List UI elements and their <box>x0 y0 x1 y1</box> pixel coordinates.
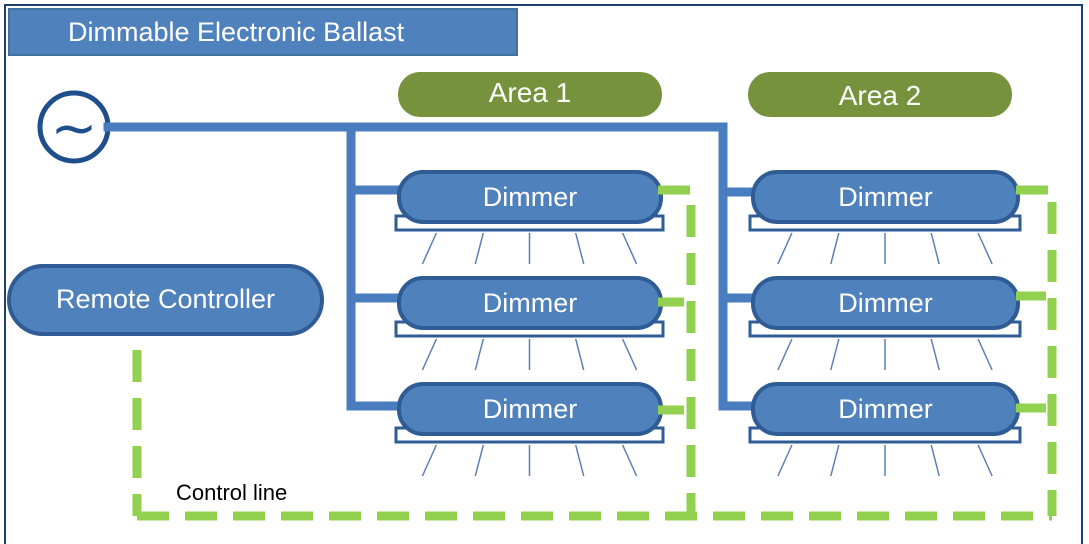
lamp-fixtures <box>394 214 1022 477</box>
area-2-label: Area 2 <box>838 80 922 111</box>
light-ray <box>574 338 585 371</box>
remote-controller-label: Remote Controller <box>55 284 276 314</box>
power-wires <box>103 122 760 411</box>
remote-controller-box <box>7 264 324 336</box>
light-ray <box>830 338 840 371</box>
light-ray <box>830 444 840 477</box>
dimmers <box>397 170 1020 436</box>
light-ray <box>930 338 940 371</box>
light-ray <box>574 232 585 265</box>
area-2-badge <box>748 72 1012 117</box>
light-ray <box>777 232 793 265</box>
light-ray <box>830 232 840 265</box>
light-ray <box>930 444 940 477</box>
dimmer-a2-2 <box>751 276 1020 330</box>
diagram-frame <box>4 4 1083 544</box>
light-ray <box>930 232 940 265</box>
light-ray <box>421 444 438 477</box>
diagram-title: Dimmable Electronic Ballast <box>8 8 518 56</box>
area-1-label: Area 1 <box>488 77 572 108</box>
light-ray <box>421 338 438 371</box>
area-1-badge <box>398 72 662 117</box>
dimmer-a2-2-label: Dimmer <box>838 288 933 318</box>
light-ray <box>474 444 485 477</box>
light-ray <box>474 338 485 371</box>
dimmer-a1-2-label: Dimmer <box>482 288 578 318</box>
dimmer-a2-3-label: Dimmer <box>838 394 933 424</box>
light-ray <box>977 232 993 265</box>
dimmer-a1-3-label: Dimmer <box>482 394 578 424</box>
light-ray <box>621 444 638 477</box>
light-ray <box>621 338 638 371</box>
light-ray <box>777 444 793 477</box>
dimmer-a1-1 <box>397 170 663 224</box>
light-ray <box>977 338 993 371</box>
ac-source-symbol: ~ <box>51 96 98 161</box>
dimmer-a1-1-label: Dimmer <box>482 182 578 212</box>
light-ray <box>421 232 438 265</box>
control-line-label: Control line <box>176 480 288 505</box>
light-ray <box>777 338 793 371</box>
control-lines <box>132 185 1057 521</box>
light-ray <box>621 232 638 265</box>
dimmer-a2-1-label: Dimmer <box>838 182 933 212</box>
light-ray <box>474 232 485 265</box>
dimmer-a2-1 <box>751 170 1020 224</box>
light-ray <box>977 444 993 477</box>
light-ray <box>574 444 585 477</box>
